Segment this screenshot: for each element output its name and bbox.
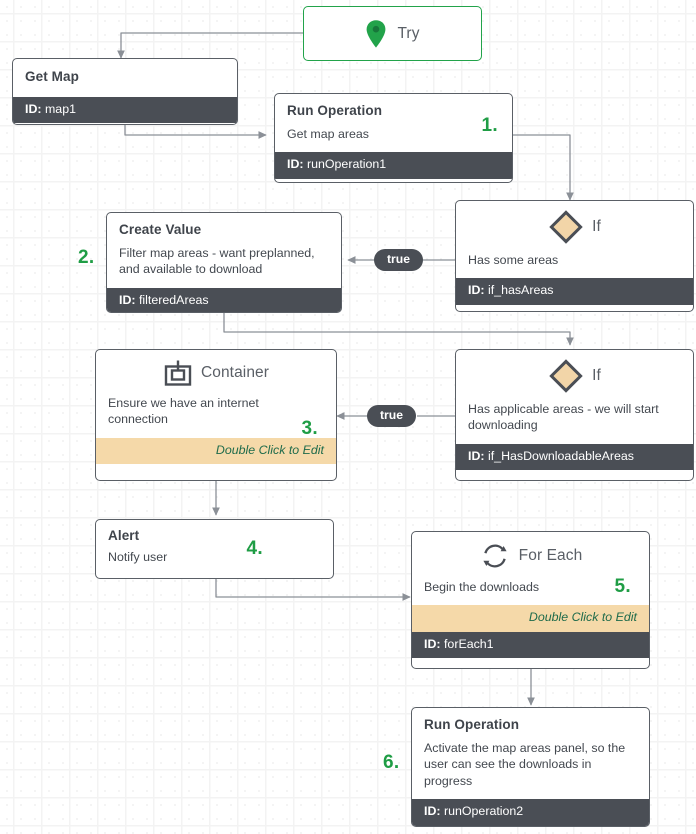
node-container-header: Container bbox=[108, 358, 324, 388]
node-container-title: Container bbox=[200, 364, 270, 382]
node-run-operation-1-desc: Get map areas bbox=[287, 126, 369, 141]
node-for-each-id-value: forEach1 bbox=[443, 636, 494, 651]
node-get-map-id-prefix: ID: bbox=[25, 101, 42, 116]
node-container-body: Container Ensure we have an internet con… bbox=[96, 350, 336, 439]
node-if-has-downloadable-areas[interactable]: If Has applicable areas - we will start … bbox=[455, 349, 694, 481]
node-run-operation-1-body: Run Operation Get map areas 1. bbox=[275, 94, 512, 152]
node-create-value-id: ID: filteredAreas bbox=[107, 287, 341, 312]
node-if-has-downloadable-areas-id-value: if_HasDownloadableAreas bbox=[487, 448, 635, 463]
node-run-operation-2-title: Run Operation bbox=[424, 717, 520, 732]
node-get-map[interactable]: Get Map ID: map1 bbox=[12, 58, 238, 125]
node-run-operation-2-id: ID: runOperation2 bbox=[412, 799, 649, 826]
edge-getmap-to-runoperation1 bbox=[124, 125, 267, 139]
node-for-each-body: For Each Begin the downloads 5. bbox=[412, 532, 649, 605]
step-number-3: 3. bbox=[301, 417, 318, 439]
node-for-each-id: ID: forEach1 bbox=[412, 631, 649, 659]
node-create-value[interactable]: Create Value Filter map areas - want pre… bbox=[106, 212, 342, 313]
node-if-has-areas-id-prefix: ID: bbox=[468, 283, 485, 298]
node-alert[interactable]: Alert Notify user 4. bbox=[95, 519, 334, 579]
node-get-map-id-value: map1 bbox=[44, 101, 76, 116]
node-get-map-id: ID: map1 bbox=[13, 96, 237, 124]
node-if-has-areas-id-value: if_hasAreas bbox=[487, 283, 554, 298]
node-run-operation-1-id-value: runOperation1 bbox=[306, 157, 387, 172]
node-for-each-desc: Begin the downloads bbox=[424, 580, 540, 594]
step-number-6: 6. bbox=[383, 752, 400, 773]
node-try-header: Try bbox=[365, 19, 419, 49]
diamond-icon bbox=[548, 358, 584, 394]
step-number-2: 2. bbox=[78, 247, 95, 268]
node-get-map-body: Get Map bbox=[13, 59, 237, 97]
node-run-operation-2-body: Run Operation Activate the map areas pan… bbox=[412, 708, 649, 799]
node-try-title: Try bbox=[397, 24, 420, 42]
node-if-has-areas-desc: Has some areas bbox=[468, 253, 559, 267]
diamond-icon bbox=[548, 209, 584, 245]
node-run-operation-2-id-prefix: ID: bbox=[424, 804, 441, 818]
node-if-has-downloadable-areas-id-prefix: ID: bbox=[468, 448, 485, 463]
node-if-has-downloadable-areas-desc: Has applicable areas - we will start dow… bbox=[468, 402, 659, 433]
map-pin-icon bbox=[365, 19, 387, 49]
node-run-operation-1-title: Run Operation bbox=[287, 103, 383, 118]
node-container[interactable]: Container Ensure we have an internet con… bbox=[95, 349, 337, 481]
node-if-has-areas-body: If Has some areas bbox=[456, 201, 693, 278]
node-alert-title: Alert bbox=[108, 528, 140, 543]
node-if-has-downloadable-areas-header: If bbox=[468, 358, 681, 394]
edge-alert-to-foreach bbox=[215, 579, 411, 601]
node-if-has-downloadable-areas-id: ID: if_HasDownloadableAreas bbox=[456, 443, 693, 471]
node-run-operation-1-id-prefix: ID: bbox=[287, 157, 304, 172]
edge-createvalue-to-ifhasdownloadable bbox=[223, 313, 574, 346]
node-get-map-title: Get Map bbox=[25, 69, 79, 84]
node-for-each-title: For Each bbox=[518, 547, 583, 565]
node-run-operation-1[interactable]: Run Operation Get map areas 1. ID: runOp… bbox=[274, 93, 513, 183]
node-run-operation-2[interactable]: Run Operation Activate the map areas pan… bbox=[411, 707, 650, 827]
node-if-has-downloadable-areas-title: If bbox=[592, 367, 601, 385]
step-number-4: 4. bbox=[246, 538, 263, 559]
step-number-1: 1. bbox=[481, 115, 498, 136]
node-for-each-id-prefix: ID: bbox=[424, 636, 441, 651]
node-create-value-title: Create Value bbox=[119, 222, 202, 237]
edge-label-true-has-areas[interactable]: true bbox=[374, 249, 424, 272]
edge-label-true-has-downloadable[interactable]: true bbox=[367, 405, 417, 428]
node-for-each[interactable]: For Each Begin the downloads 5. Double C… bbox=[411, 531, 650, 669]
node-if-has-areas-title: If bbox=[592, 218, 601, 236]
node-create-value-desc: Filter map areas - want preplanned, and … bbox=[119, 245, 315, 277]
node-container-desc: Ensure we have an internet connection bbox=[108, 396, 259, 427]
node-try-body: Try bbox=[304, 7, 481, 60]
node-create-value-body: Create Value Filter map areas - want pre… bbox=[107, 213, 341, 288]
edge-try-to-getmap bbox=[117, 32, 303, 59]
node-try[interactable]: Try bbox=[303, 6, 482, 61]
node-for-each-edit-hint[interactable]: Double Click to Edit bbox=[412, 605, 649, 632]
node-if-has-areas-id: ID: if_hasAreas bbox=[456, 278, 693, 305]
node-run-operation-2-id-value: runOperation2 bbox=[443, 804, 524, 818]
node-container-edit-hint[interactable]: Double Click to Edit bbox=[96, 437, 336, 465]
node-if-has-downloadable-areas-body: If Has applicable areas - we will start … bbox=[456, 350, 693, 444]
step-number-5: 5. bbox=[614, 576, 631, 597]
node-if-has-areas-header: If bbox=[468, 209, 681, 245]
node-run-operation-2-desc: Activate the map areas panel, so the use… bbox=[424, 740, 626, 788]
node-run-operation-1-id: ID: runOperation1 bbox=[275, 152, 512, 179]
node-if-has-areas[interactable]: If Has some areas ID: if_hasAreas bbox=[455, 200, 694, 312]
container-icon bbox=[163, 358, 193, 388]
loop-icon bbox=[479, 540, 511, 572]
edge-runoperation1-to-ifhasareas bbox=[513, 134, 574, 201]
node-create-value-id-value: filteredAreas bbox=[138, 292, 209, 307]
node-alert-desc: Notify user bbox=[108, 549, 168, 564]
node-create-value-id-prefix: ID: bbox=[119, 292, 136, 307]
node-alert-body: Alert Notify user 4. bbox=[96, 520, 333, 574]
node-for-each-header: For Each bbox=[424, 540, 637, 572]
